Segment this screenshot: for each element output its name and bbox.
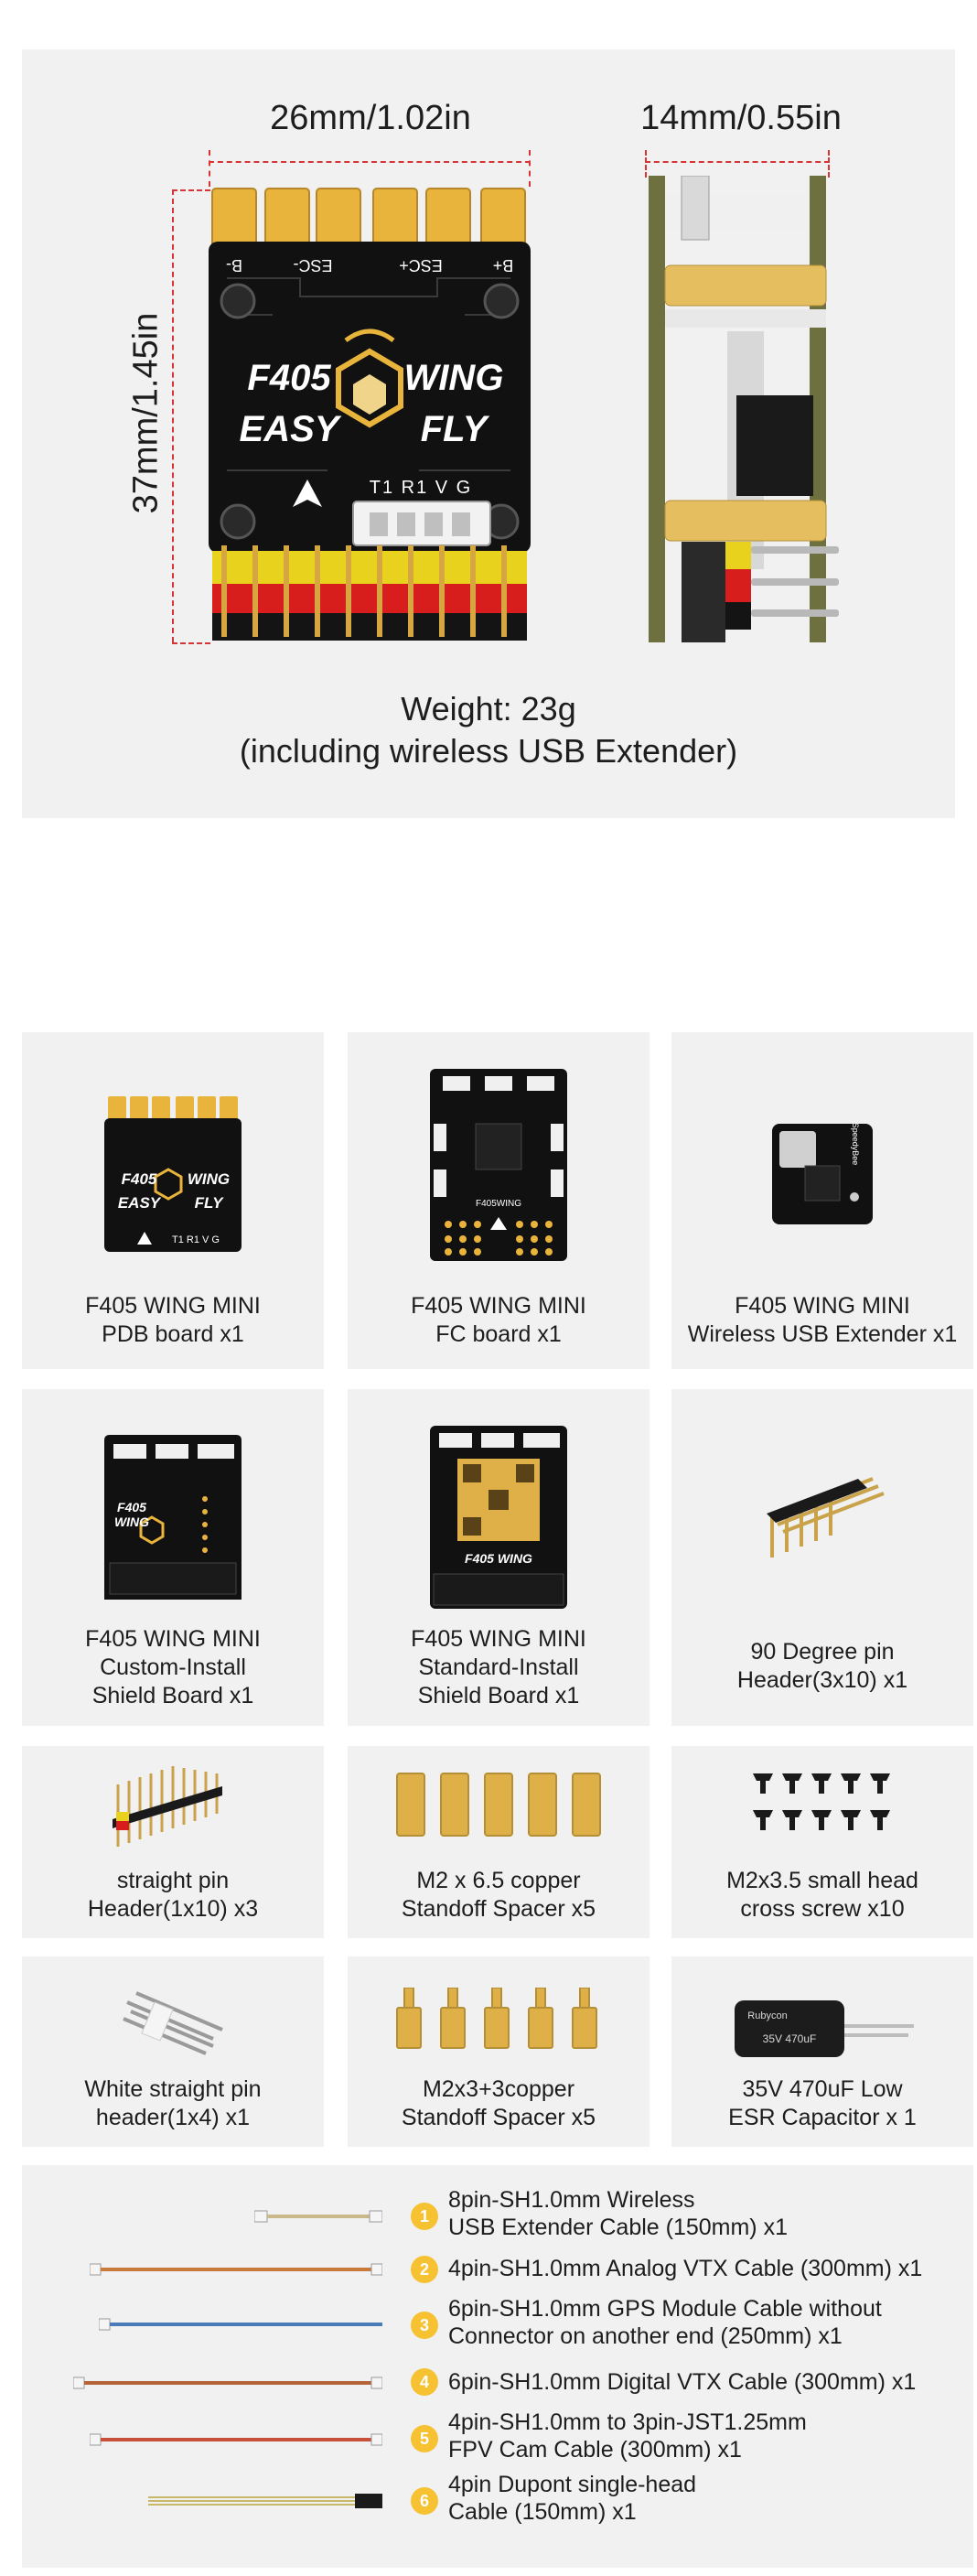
cable-4-number-badge: 4	[411, 2368, 438, 2396]
cable-5-number-badge: 5	[411, 2425, 438, 2452]
custom-shield-logo-wing: WING	[114, 1514, 149, 1529]
cable-3-image	[99, 2318, 382, 2331]
straight-pin-header-icon	[113, 1766, 222, 1847]
package-item-caption: F405 WING MINI PDB board x1	[85, 1293, 261, 1347]
pdb-logo-fly: FLY	[195, 1194, 225, 1212]
package-item-caption: M2x3+3copper Standoff Spacer x5	[401, 2076, 596, 2130]
pdb-logo-wing: WING	[188, 1170, 230, 1188]
package-item-copper-standoff: M2 x 6.5 copper Standoff Spacer x5	[348, 1746, 650, 1938]
pad-label-esc-plus: ESC+	[399, 256, 443, 275]
package-item-caption: White straight pin header(1x4) x1	[84, 2076, 262, 2130]
right-angle-pin-header-icon	[767, 1477, 885, 1557]
package-item-pdb-board: F405 WING EASY FLY T1 R1 V G F405 WING M…	[22, 1032, 324, 1369]
depth-dimension-tick-left	[645, 150, 647, 178]
package-item-capacitor: Rubycon 35V 470uF 35V 470uF Low ESR Capa…	[671, 1956, 973, 2147]
cable-4-image	[73, 2377, 382, 2389]
width-dimension-label: 26mm/1.02in	[270, 99, 471, 137]
logo-text-easy: EASY	[240, 409, 342, 449]
depth-dimension-line	[645, 161, 830, 163]
cable-2-description: 4pin-SH1.0mm Analog VTX Cable (300mm) x1	[448, 2256, 923, 2281]
pdb-board-front-view: B- ESC- ESC+ B+ F405 WING EASY FLY T1 R1…	[209, 188, 531, 641]
usb-extender-icon: SpeedyBee	[772, 1124, 873, 1224]
weight-line-2: (including wireless USB Extender)	[239, 732, 738, 770]
standard-shield-label: F405 WING	[465, 1551, 532, 1566]
cable-5-image	[90, 2433, 382, 2446]
pdb-logo-easy: EASY	[118, 1194, 162, 1212]
cable-2-image	[90, 2263, 382, 2276]
cable-2-number-badge: 2	[411, 2256, 438, 2283]
pdb-board-icon: F405 WING EASY FLY T1 R1 V G	[104, 1096, 242, 1252]
fc-board-label: F405WING	[476, 1199, 521, 1209]
cable-5-description: 4pin-SH1.0mm to 3pin-JST1.25mm FPV Cam C…	[448, 2409, 807, 2463]
connector-label: T1 R1 V G	[370, 478, 472, 498]
cable-1-number-badge: 1	[411, 2203, 438, 2230]
pad-label-b-plus: B+	[493, 256, 514, 275]
bee-logo-icon	[336, 329, 403, 428]
white-pin-header-icon	[123, 1991, 223, 2055]
pad-label-b-minus: B-	[226, 256, 242, 275]
cable-6-description: 4pin Dupont single-head Cable (150mm) x1	[448, 2472, 697, 2525]
weight-line-1: Weight: 23g	[401, 690, 576, 728]
package-item-caption: F405 WING MINI Custom-Install Shield Boa…	[85, 1626, 261, 1708]
standard-shield-board-icon: F405 WING	[430, 1426, 567, 1609]
cable-1-image	[254, 2210, 382, 2223]
cable-6-image	[148, 2494, 382, 2508]
height-dimension-tick-top	[172, 189, 210, 191]
pdb-logo-f405: F405	[122, 1170, 157, 1188]
package-item-caption: F405 WING MINI FC board x1	[411, 1293, 586, 1347]
depth-dimension-label: 14mm/0.55in	[640, 99, 842, 137]
logo-text-fly: FLY	[421, 409, 490, 449]
copper-standoff-icon	[396, 1773, 601, 1837]
package-item-usb-extender: SpeedyBee F405 WING MINI Wireless USB Ex…	[671, 1032, 973, 1369]
package-item-right-angle-header: 90 Degree pin Header(3x10) x1	[671, 1389, 973, 1726]
package-item-caption: M2x3.5 small head cross screw x10	[726, 1868, 918, 1922]
width-dimension-tick-right	[529, 150, 531, 187]
package-item-fc-board: F405WING F405 WING MINI FC board x1	[348, 1032, 650, 1369]
usb-extender-label: SpeedyBee	[851, 1124, 860, 1165]
pdb-connector-label: T1 R1 V G	[172, 1234, 220, 1245]
custom-shield-logo-f405: F405	[117, 1500, 146, 1514]
pad-label-esc-minus: ESC-	[293, 256, 332, 275]
threaded-standoff-icon	[396, 1988, 597, 2049]
height-dimension-label: 37mm/1.45in	[126, 312, 166, 514]
package-item-screws: M2x3.5 small head cross screw x10	[671, 1746, 973, 1938]
power-pads	[211, 188, 526, 255]
width-dimension-tick-left	[209, 150, 210, 187]
logo-text-wing: WING	[404, 358, 504, 398]
package-item-custom-shield: F405 WING F405 WING MINI Custom-Install …	[22, 1389, 324, 1726]
screw-icon	[753, 1773, 890, 1830]
width-dimension-line	[209, 161, 531, 163]
header-row-yellow	[212, 551, 527, 584]
package-item-threaded-standoff: M2x3+3copper Standoff Spacer x5	[348, 1956, 650, 2147]
board-stack-side-view	[649, 176, 839, 642]
capacitor-text: 35V 470uF	[763, 2032, 817, 2045]
package-item-caption: F405 WING MINI Standard-Install Shield B…	[411, 1626, 586, 1708]
custom-shield-board-icon: F405 WING	[104, 1435, 242, 1600]
cable-4-description: 6pin-SH1.0mm Digital VTX Cable (300mm) x…	[448, 2369, 917, 2395]
package-item-caption: straight pin Header(1x10) x3	[87, 1868, 259, 1922]
package-item-white-header: White straight pin header(1x4) x1	[22, 1956, 324, 2147]
header-row-red	[212, 584, 527, 613]
cable-1-description: 8pin-SH1.0mm Wireless USB Extender Cable…	[448, 2187, 788, 2240]
logo-text-f405: F405	[247, 358, 331, 398]
header-row-black	[212, 613, 527, 641]
cable-3-description: 6pin-SH1.0mm GPS Module Cable without Co…	[448, 2296, 882, 2349]
package-item-caption: 35V 470uF Low ESR Capacitor x 1	[728, 2076, 917, 2130]
package-item-caption: F405 WING MINI Wireless USB Extender x1	[687, 1293, 958, 1347]
height-dimension-tick-bottom	[172, 642, 210, 644]
forward-arrow-icon	[293, 480, 322, 507]
package-item-standard-shield: F405 WING F405 WING MINI Standard-Instal…	[348, 1389, 650, 1726]
capacitor-icon: Rubycon 35V 470uF	[735, 2000, 914, 2057]
depth-dimension-tick-right	[828, 150, 830, 178]
package-item-caption: M2 x 6.5 copper Standoff Spacer x5	[401, 1868, 596, 1922]
capacitor-brand: Rubycon	[747, 2010, 787, 2021]
package-item-caption: 90 Degree pin Header(3x10) x1	[736, 1639, 908, 1693]
height-dimension-line	[172, 189, 174, 642]
cable-6-number-badge: 6	[411, 2487, 438, 2515]
fc-board-icon: F405WING	[430, 1069, 567, 1261]
cable-3-number-badge: 3	[411, 2312, 438, 2339]
package-item-straight-header: straight pin Header(1x10) x3	[22, 1746, 324, 1938]
